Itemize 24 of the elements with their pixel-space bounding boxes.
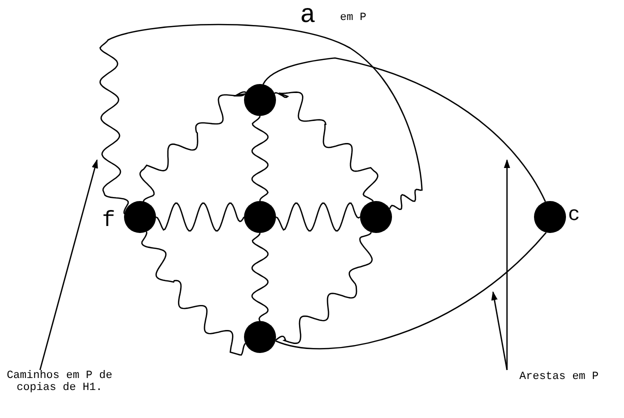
vertex-label: c bbox=[568, 206, 580, 226]
edge-curve bbox=[275, 232, 547, 350]
wavy-path bbox=[276, 202, 361, 232]
vertex-dot bbox=[244, 84, 276, 116]
leader-line bbox=[491, 291, 508, 370]
wavy-path bbox=[99, 24, 423, 214]
vertex-dot bbox=[360, 201, 392, 233]
vertex-label: f bbox=[102, 210, 116, 232]
wavy-path bbox=[251, 116, 269, 202]
wavy-path bbox=[251, 232, 269, 322]
vertex-dot bbox=[244, 201, 276, 233]
wavy-path bbox=[139, 91, 247, 202]
wavy-path bbox=[141, 232, 246, 356]
wavy-path bbox=[156, 202, 245, 232]
wavy-path bbox=[274, 92, 378, 202]
vertex-dot bbox=[244, 321, 276, 353]
leader-line bbox=[39, 159, 98, 370]
wavy-path bbox=[275, 232, 373, 344]
vertex-dot bbox=[534, 201, 566, 233]
leader-line bbox=[504, 159, 510, 370]
label-text: em P bbox=[340, 13, 366, 24]
label-text: a bbox=[300, 2, 316, 28]
vertex-dot bbox=[124, 201, 156, 233]
edge-curve bbox=[262, 57, 546, 202]
